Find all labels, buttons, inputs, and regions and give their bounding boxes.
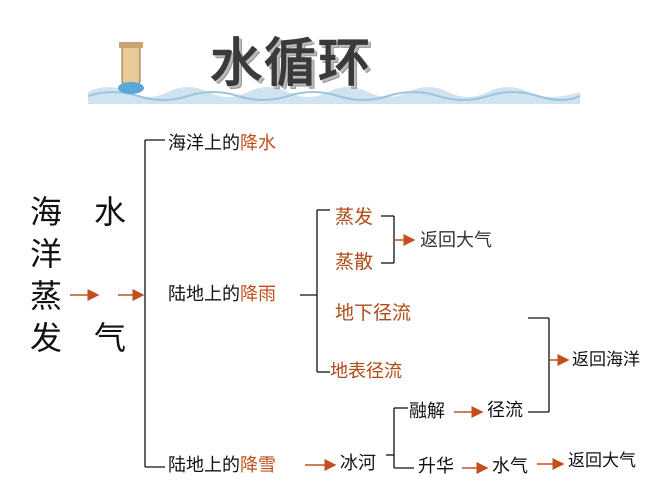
branch-rain-highlight: 降雨 — [240, 284, 276, 305]
ocean-char-4: 发 — [30, 319, 63, 357]
branch-snow-highlight: 降雪 — [240, 455, 276, 476]
return-atmosphere-label-1: 返回大气 — [420, 230, 492, 251]
sublimation-label: 升华 — [418, 456, 454, 477]
vapor-char-2: 气 — [94, 319, 127, 357]
vapor-char-1: 水 — [94, 193, 127, 231]
glacier-label: 冰河 — [340, 453, 376, 474]
wave-decoration — [87, 87, 581, 104]
surface-runoff-label: 地表径流 — [330, 361, 402, 382]
return-ocean-label: 返回海洋 — [572, 350, 640, 370]
ocean-char-2: 洋 — [30, 235, 63, 273]
return-atmosphere-label-2: 返回大气 — [568, 451, 636, 471]
evaporation-label: 蒸发 — [335, 206, 374, 228]
water-drop-icon — [116, 40, 146, 96]
title-banner: 水循环 — [87, 32, 581, 104]
transpiration-label: 蒸散 — [335, 251, 374, 273]
branch-land-rain: 陆地上的降雨 — [168, 286, 276, 304]
branch-sea-highlight: 降水 — [240, 133, 276, 154]
groundwater-runoff-label: 地下径流 — [335, 302, 412, 324]
branch-land-snow: 陆地上的降雪 — [168, 457, 276, 475]
water-vapor-label: 水气 — [492, 456, 528, 477]
page-title: 水循环 — [210, 33, 373, 94]
runoff-label: 径流 — [487, 400, 523, 421]
ocean-char-1: 海 — [30, 193, 63, 231]
branch-rain-prefix: 陆地上的 — [168, 284, 240, 305]
melting-label: 融解 — [409, 401, 445, 422]
branch-sea-precipitation: 海洋上的降水 — [168, 135, 276, 153]
ocean-char-3: 蒸 — [30, 277, 63, 315]
branch-sea-prefix: 海洋上的 — [168, 133, 240, 154]
branch-snow-prefix: 陆地上的 — [168, 455, 240, 476]
